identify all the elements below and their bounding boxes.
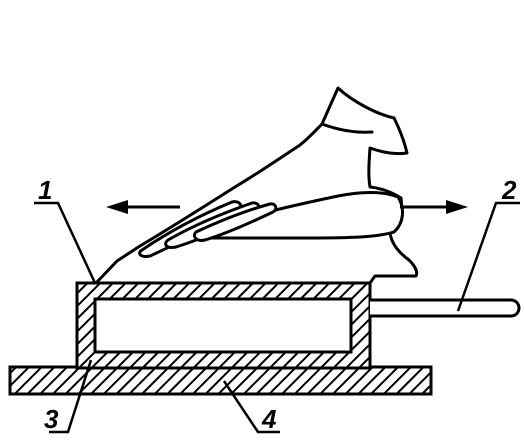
leader-lines (34, 201, 520, 434)
label-4: 4 (261, 404, 277, 434)
leader-2 (456, 201, 520, 312)
base-plate (8, 365, 433, 396)
leader-1 (34, 201, 97, 284)
label-3: 3 (44, 404, 59, 434)
label-2: 2 (501, 175, 517, 205)
leader-4 (222, 380, 280, 434)
sample-box-cavity (93, 297, 353, 354)
leader-3 (49, 359, 93, 434)
hand-finger-3 (192, 202, 278, 242)
arrow-right (400, 200, 468, 214)
label-1: 1 (38, 175, 52, 205)
hand-thumb (201, 190, 404, 240)
pull-rod (370, 298, 521, 318)
arrow-left (106, 200, 180, 214)
glove-cuff (320, 122, 374, 134)
hand (94, 86, 419, 285)
